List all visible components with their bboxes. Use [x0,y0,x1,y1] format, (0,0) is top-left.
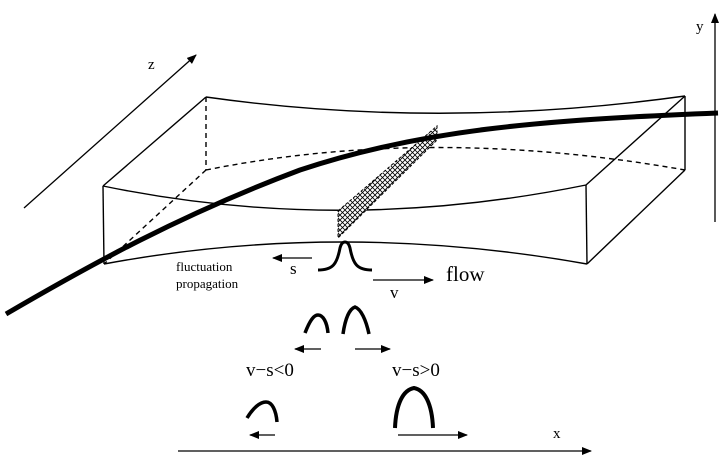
lower-left-pulse [245,400,279,423]
fluctuation-bump [317,240,373,272]
v-minus-s-positive-label: v−s>0 [392,360,440,381]
lower-right-pulse [393,385,435,429]
flux-line [4,110,719,317]
z-axis-arrow [23,54,197,209]
tall-right-pulse [341,305,371,335]
hatched-slab [337,124,438,240]
flow-label: flow [446,262,485,286]
fluctuation-label-line2: propagation [176,276,239,291]
box-hidden-edges [103,97,686,265]
v-minus-s-negative-label: v−s<0 [246,360,294,381]
fluctuation-label-line1: fluctuation [176,259,233,274]
s-label: s [290,259,297,278]
x-axis-label: x [553,426,561,442]
z-axis-label: z [148,57,155,73]
small-left-pulse [303,313,330,334]
v-label: v [390,283,399,302]
y-axis-label: y [696,19,704,35]
